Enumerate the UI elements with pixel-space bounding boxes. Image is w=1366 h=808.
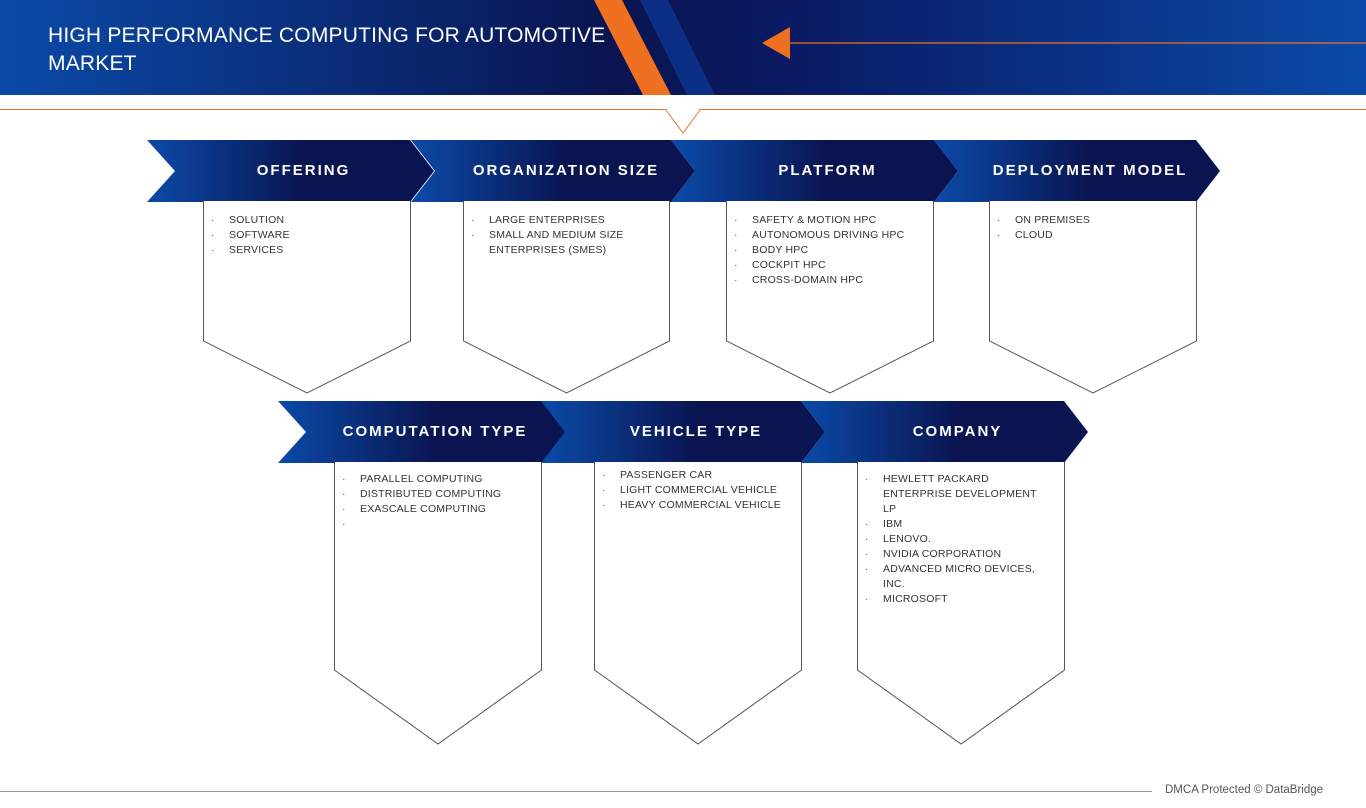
segment-title: COMPANY xyxy=(912,423,1003,440)
list-item: DISTRIBUTED COMPUTING xyxy=(342,487,501,502)
list-item: SAFETY & MOTION HPC xyxy=(734,213,904,228)
segment-box-company: HEWLETT PACKARD ENTERPRISE DEVELOPMENT L… xyxy=(857,462,1065,745)
segment-list: ON PREMISES CLOUD xyxy=(997,213,1090,243)
segment-banner-deployment-model: DEPLOYMENT MODEL xyxy=(934,140,1220,202)
header-notch xyxy=(665,109,701,134)
footer-divider xyxy=(0,791,1152,792)
segment-banner-offering: OFFERING xyxy=(147,140,434,202)
segment-box-deployment-model: ON PREMISES CLOUD xyxy=(989,201,1197,394)
list-item: SERVICES xyxy=(211,243,290,258)
segment-banner-vehicle-type: VEHICLE TYPE xyxy=(541,401,825,463)
segment-title: DEPLOYMENT MODEL xyxy=(992,162,1188,179)
segment-list: SOLUTION SOFTWARE SERVICES xyxy=(211,213,290,258)
list-item: IBM xyxy=(865,517,1045,532)
page-title: HIGH PERFORMANCE COMPUTING FOR AUTOMOTIV… xyxy=(48,24,606,75)
segment-list: PASSENGER CAR LIGHT COMMERCIAL VEHICLE H… xyxy=(602,468,781,513)
list-item xyxy=(342,517,501,532)
segment-title: VEHICLE TYPE xyxy=(629,423,763,440)
list-item: SOLUTION xyxy=(211,213,290,228)
segment-banner-company: COMPANY xyxy=(801,401,1088,463)
segment-title: COMPUTATION TYPE xyxy=(342,423,528,440)
list-item: PARALLEL COMPUTING xyxy=(342,472,501,487)
segment-list: PARALLEL COMPUTING DISTRIBUTED COMPUTING… xyxy=(342,472,501,532)
segment-banner-platform: PLATFORM xyxy=(671,140,958,202)
segment-title: OFFERING xyxy=(256,162,351,179)
segment-box-platform: SAFETY & MOTION HPC AUTONOMOUS DRIVING H… xyxy=(726,201,934,394)
header-background xyxy=(0,0,1366,95)
segment-banner-computation-type: COMPUTATION TYPE xyxy=(278,401,566,463)
list-item: ON PREMISES xyxy=(997,213,1090,228)
header-orange-stripe xyxy=(594,0,671,95)
footer-credit: DMCA Protected © DataBridge xyxy=(1165,784,1324,796)
segment-title: PLATFORM xyxy=(778,162,877,179)
segment-box-organization-size: LARGE ENTERPRISES SMALL AND MEDIUM SIZE … xyxy=(463,201,670,394)
segment-box-vehicle-type: PASSENGER CAR LIGHT COMMERCIAL VEHICLE H… xyxy=(594,462,802,745)
list-item: LIGHT COMMERCIAL VEHICLE xyxy=(602,483,781,498)
segment-title: ORGANIZATION SIZE xyxy=(472,162,660,179)
list-item: NVIDIA CORPORATION xyxy=(865,547,1045,562)
list-item: HEAVY COMMERCIAL VEHICLE xyxy=(602,498,781,513)
list-item: COCKPIT HPC xyxy=(734,258,904,273)
header-blue-stripe xyxy=(640,0,715,95)
list-item: EXASCALE COMPUTING xyxy=(342,502,501,517)
list-item: LENOVO. xyxy=(865,532,1045,547)
list-item: BODY HPC xyxy=(734,243,904,258)
list-item: PASSENGER CAR xyxy=(602,468,781,483)
list-item: CLOUD xyxy=(997,228,1090,243)
segment-box-computation-type: PARALLEL COMPUTING DISTRIBUTED COMPUTING… xyxy=(334,462,542,745)
header-banner: HIGH PERFORMANCE COMPUTING FOR AUTOMOTIV… xyxy=(0,0,1366,95)
list-item: CROSS-DOMAIN HPC xyxy=(734,273,904,288)
segment-box-offering: SOLUTION SOFTWARE SERVICES xyxy=(203,201,411,394)
list-item: LARGE ENTERPRISES xyxy=(471,213,646,228)
segment-list: LARGE ENTERPRISES SMALL AND MEDIUM SIZE … xyxy=(471,213,646,258)
list-item: HEWLETT PACKARD ENTERPRISE DEVELOPMENT L… xyxy=(865,472,1045,517)
list-item: ADVANCED MICRO DEVICES, INC. xyxy=(865,562,1045,592)
list-item: MICROSOFT xyxy=(865,592,1045,607)
list-item: SOFTWARE xyxy=(211,228,290,243)
segment-list: HEWLETT PACKARD ENTERPRISE DEVELOPMENT L… xyxy=(865,472,1045,607)
arrow-left-icon xyxy=(762,27,790,59)
list-item: SMALL AND MEDIUM SIZE ENTERPRISES (SMES) xyxy=(471,228,646,258)
list-item: AUTONOMOUS DRIVING HPC xyxy=(734,228,904,243)
segment-list: SAFETY & MOTION HPC AUTONOMOUS DRIVING H… xyxy=(734,213,904,288)
segment-banner-organization-size: ORGANIZATION SIZE xyxy=(411,140,695,202)
